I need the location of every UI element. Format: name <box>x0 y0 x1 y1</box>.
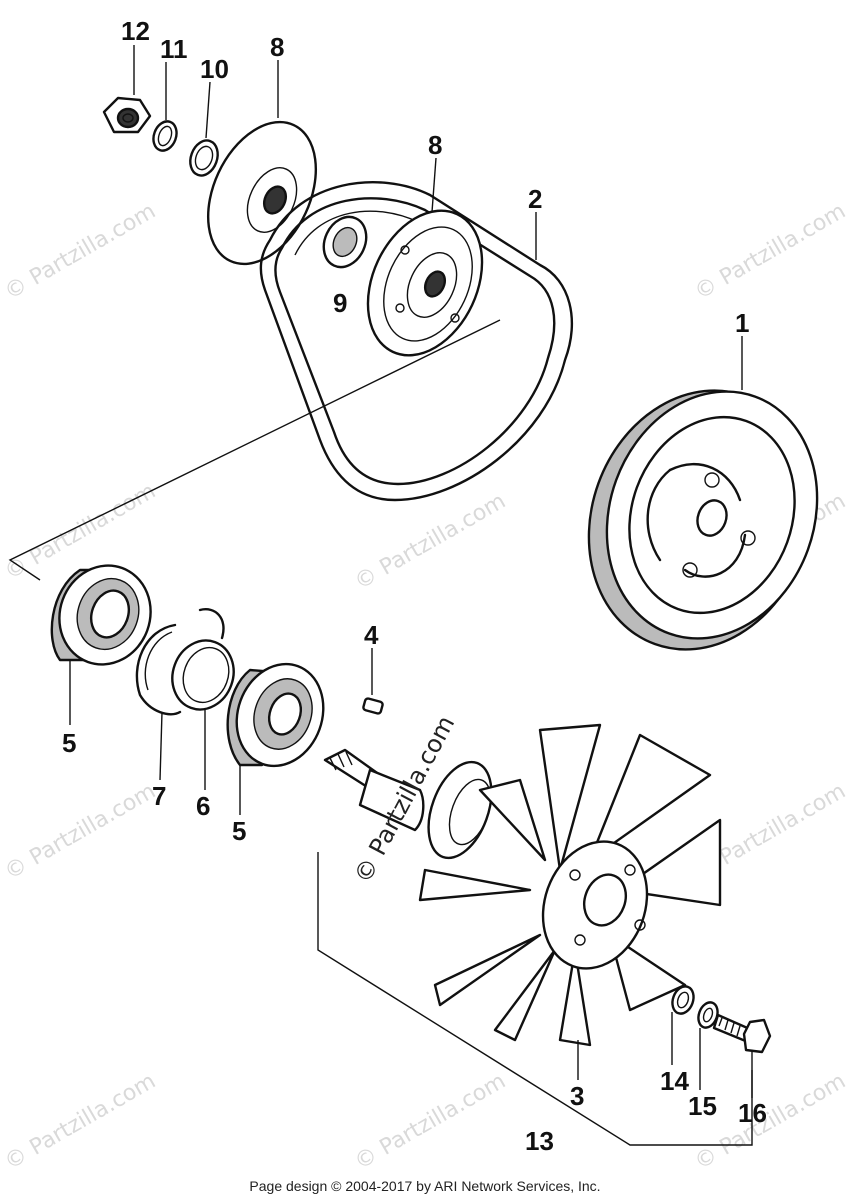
callout-9: 9 <box>333 288 347 318</box>
part-10-washer <box>189 139 219 177</box>
part-11-lock-washer <box>152 120 178 152</box>
part-6-ring <box>171 608 235 711</box>
part-5-right-bearing <box>226 662 325 768</box>
watermark: © Partzilla.com <box>1 1069 161 1176</box>
part-14-washer <box>671 985 695 1015</box>
callout-11: 11 <box>160 34 188 64</box>
watermark: © Partzilla.com <box>351 1069 511 1176</box>
callout-1: 1 <box>735 308 749 338</box>
part-7-snap-ring <box>135 623 182 716</box>
assembly-lines <box>8 319 753 1146</box>
leader-lines <box>69 45 753 1098</box>
part-8-rear-sheave <box>206 120 318 266</box>
callout-14: 14 <box>660 1066 689 1096</box>
callout-8-rear: 8 <box>270 32 284 62</box>
callout-5-right: 5 <box>232 816 246 846</box>
part-16-bolt <box>712 1013 772 1054</box>
copyright-footer: Page design © 2004-2017 by ARI Network S… <box>249 1178 601 1194</box>
callout-7: 7 <box>152 781 166 811</box>
callout-6: 6 <box>196 791 210 821</box>
watermark: © Partzilla.com <box>691 1069 850 1176</box>
callout-3: 3 <box>570 1081 584 1111</box>
watermark: © Partzilla.com <box>1 199 161 306</box>
callout-15: 15 <box>688 1091 717 1121</box>
part-4-key <box>362 697 384 715</box>
callout-layer: 12 11 10 8 8 2 9 1 4 5 7 6 5 3 14 15 16 … <box>62 16 767 1156</box>
part-13-shaft-assembly <box>323 748 493 860</box>
part-12-nut <box>102 96 152 134</box>
part-8-front-sheave <box>366 209 484 357</box>
callout-13: 13 <box>525 1126 554 1156</box>
part-5-left-bearing <box>50 564 152 666</box>
part-9-spacer <box>322 215 368 269</box>
watermark: © Partzilla.com <box>351 489 511 596</box>
part-3-fan <box>418 723 722 1047</box>
part-2-v-belt <box>259 181 573 502</box>
callout-4: 4 <box>364 620 379 650</box>
callout-16: 16 <box>738 1098 767 1128</box>
part-1-pulley <box>587 389 819 651</box>
callout-8-front: 8 <box>428 130 442 160</box>
watermark: © Partzilla.com <box>1 779 161 886</box>
callout-2: 2 <box>528 184 542 214</box>
callout-10: 10 <box>200 54 229 84</box>
callout-12: 12 <box>121 16 150 46</box>
watermark: © Partzilla.com <box>691 199 850 306</box>
callout-5-left: 5 <box>62 728 76 758</box>
